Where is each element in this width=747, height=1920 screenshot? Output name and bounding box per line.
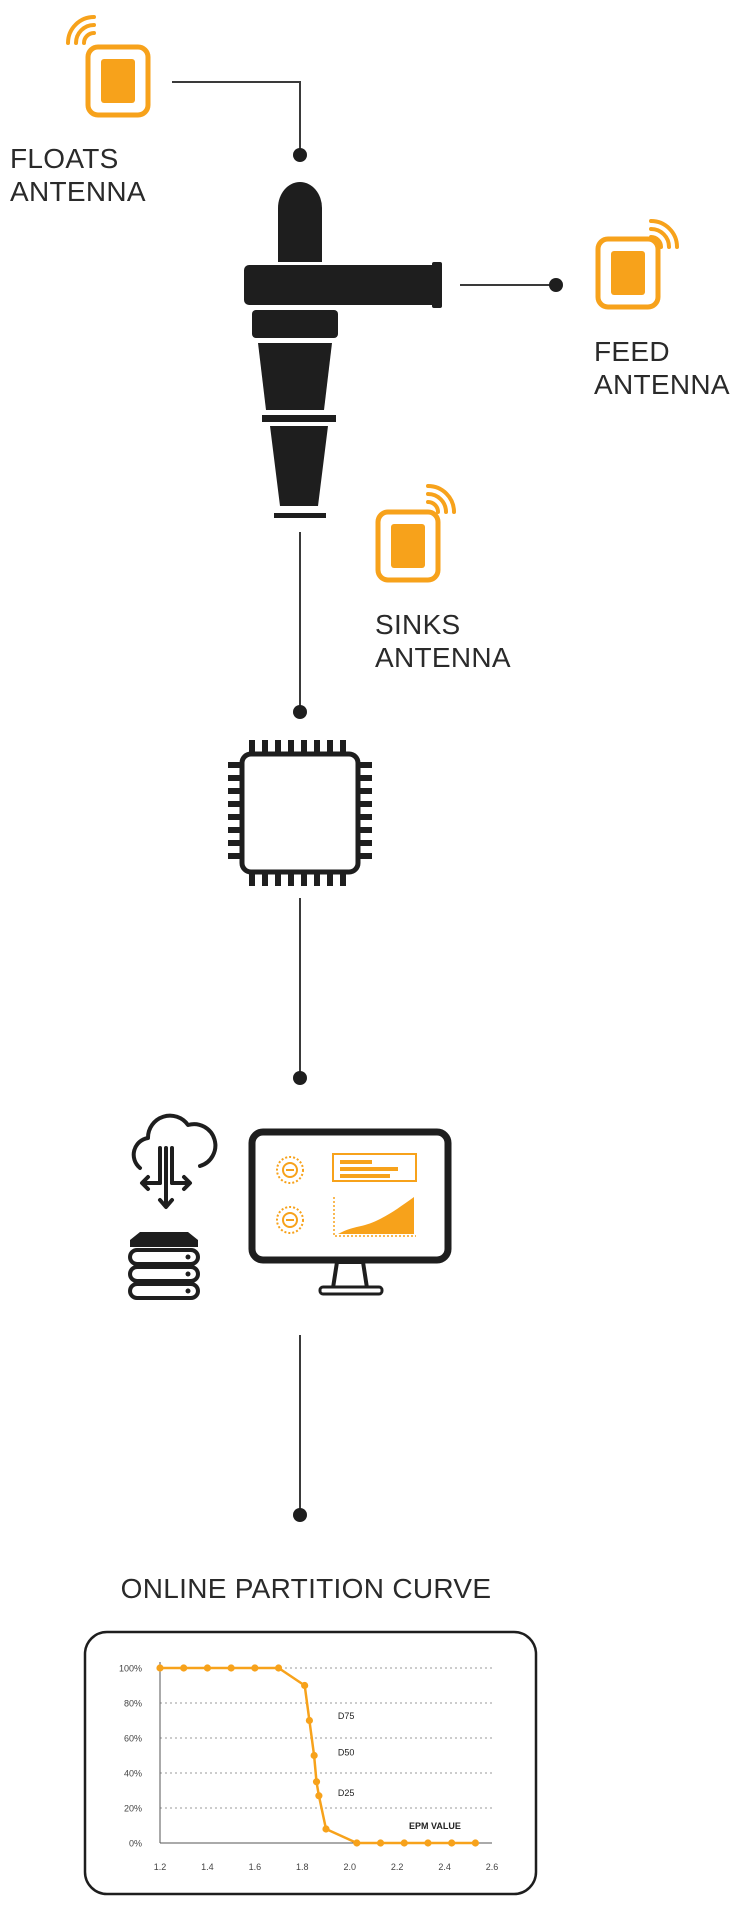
feed-antenna-tag (595, 219, 679, 310)
wifi-signal-icon (426, 484, 456, 514)
y-tick-label: 40% (124, 1769, 142, 1779)
rfid-tag-icon (85, 44, 151, 118)
hydrocyclone-icon (244, 182, 442, 518)
curve-point (305, 1716, 313, 1725)
rfid-tag-icon (595, 236, 661, 310)
curve-annotation: D75 (338, 1711, 355, 1721)
y-tick-label: 60% (124, 1734, 142, 1744)
x-tick-label: 1.8 (296, 1862, 309, 1872)
dashboard-area-chart (333, 1197, 416, 1237)
x-tick-label: 1.4 (201, 1862, 214, 1872)
partition-curve-chart: 0% 20% 40% 60% 80% 100% 1.2 1.4 1.6 1.8 2.0 2.2 2.4 2… (119, 1662, 498, 1872)
curve-point (312, 1778, 321, 1786)
curve-annotation: D25 (338, 1788, 355, 1798)
curve-point (203, 1664, 212, 1672)
partition-curve-line (160, 1666, 476, 1845)
y-tick-label: 20% (124, 1804, 142, 1814)
sinks-antenna-label: SINKS ANTENNA (375, 609, 511, 673)
floats-antenna-label: FLOATS ANTENNA (10, 143, 146, 207)
x-tick-label: 2.2 (391, 1862, 404, 1872)
curve-point (274, 1664, 283, 1672)
connector-dot (549, 278, 563, 292)
curve-annotation: EPM VALUE (409, 1821, 461, 1831)
curve-point (227, 1664, 235, 1672)
dashboard-gauge-icon (276, 1206, 304, 1234)
chart-title: ONLINE PARTITION CURVE (120, 1573, 492, 1604)
connector-dot (293, 1071, 307, 1085)
curve-point (376, 1839, 385, 1847)
curve-point (400, 1839, 408, 1847)
y-tick-label: 100% (119, 1664, 142, 1674)
chart-frame (83, 1630, 538, 1896)
curve-annotation: D50 (338, 1748, 355, 1758)
connector-dot (293, 1508, 307, 1522)
curve-point (322, 1825, 330, 1833)
curve-point (315, 1792, 323, 1800)
cloud-sync-icon (131, 1113, 218, 1209)
curve-point (424, 1839, 432, 1847)
floats-antenna-tag (66, 15, 151, 118)
x-tick-label: 2.0 (343, 1862, 356, 1872)
server-stack-icon (128, 1232, 200, 1300)
chip-icon (228, 740, 372, 886)
x-tick-label: 2.6 (486, 1862, 499, 1872)
curve-point (156, 1664, 164, 1672)
x-tick-label: 2.4 (438, 1862, 451, 1872)
rfid-tag-icon (375, 509, 441, 583)
x-tick-label: 1.6 (249, 1862, 262, 1872)
wifi-signal-icon (66, 15, 96, 45)
feed-antenna-label: FEED ANTENNA (594, 336, 730, 400)
curve-point (471, 1839, 479, 1847)
monitor-icon (248, 1128, 452, 1296)
floats-connector (172, 81, 301, 155)
chip-pins (228, 740, 372, 886)
chip-body (239, 751, 361, 875)
connector-lines (172, 81, 556, 1515)
curve-point (301, 1681, 309, 1690)
x-tick-label: 1.2 (154, 1862, 167, 1872)
connector-dots (293, 148, 563, 1522)
curve-point (310, 1751, 318, 1760)
connector-dot (293, 148, 307, 162)
sinks-antenna-tag (375, 484, 456, 583)
connector-dot (293, 705, 307, 719)
curve-point (448, 1839, 456, 1847)
curve-point (353, 1839, 361, 1847)
y-tick-label: 0% (129, 1839, 142, 1849)
dashboard-bars-panel (332, 1153, 417, 1182)
curve-point (251, 1664, 259, 1672)
curve-point (180, 1664, 188, 1672)
dashboard-gauge-icon (276, 1156, 304, 1184)
y-tick-label: 80% (124, 1699, 142, 1709)
